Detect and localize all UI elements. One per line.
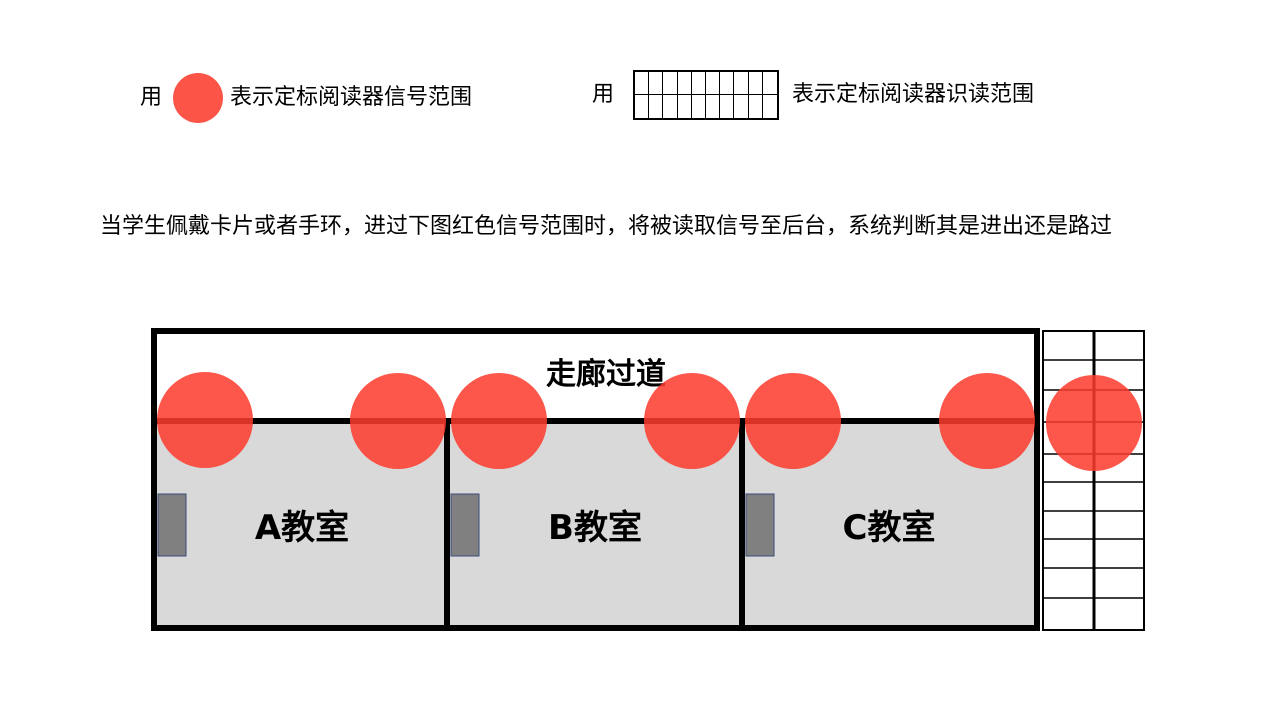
legend-signal-text: 表示定标阅读器信号范围: [230, 85, 473, 110]
door-c: [745, 493, 775, 557]
signal-range-a-right: [350, 373, 446, 469]
signal-range-stairs: [1046, 375, 1142, 471]
signal-range-a-left: [157, 372, 253, 468]
outer-wall: [151, 328, 1040, 631]
legend-read-swatch: [633, 70, 779, 120]
room-a-label: A教室: [255, 508, 349, 548]
signal-range-c-right: [939, 373, 1035, 469]
signal-range-b-left: [451, 373, 547, 469]
corridor-label: 走廊过道: [546, 357, 666, 392]
room-b-label: B教室: [548, 508, 642, 548]
signal-range-c-left: [745, 373, 841, 469]
legend-read-prefix: 用: [592, 82, 615, 107]
legend-signal-prefix: 用: [140, 85, 163, 110]
legend-signal-swatch: [173, 73, 223, 123]
description-text: 当学生佩戴卡片或者手环，进过下图红色信号范围时，将被读取信号至后台，系统判断其是…: [100, 214, 1113, 239]
room-c-label: C教室: [843, 508, 936, 548]
legend-read-text: 表示定标阅读器识读范围: [792, 82, 1035, 107]
signal-range-b-right: [644, 373, 740, 469]
door-a: [157, 493, 187, 557]
door-b: [450, 493, 480, 557]
